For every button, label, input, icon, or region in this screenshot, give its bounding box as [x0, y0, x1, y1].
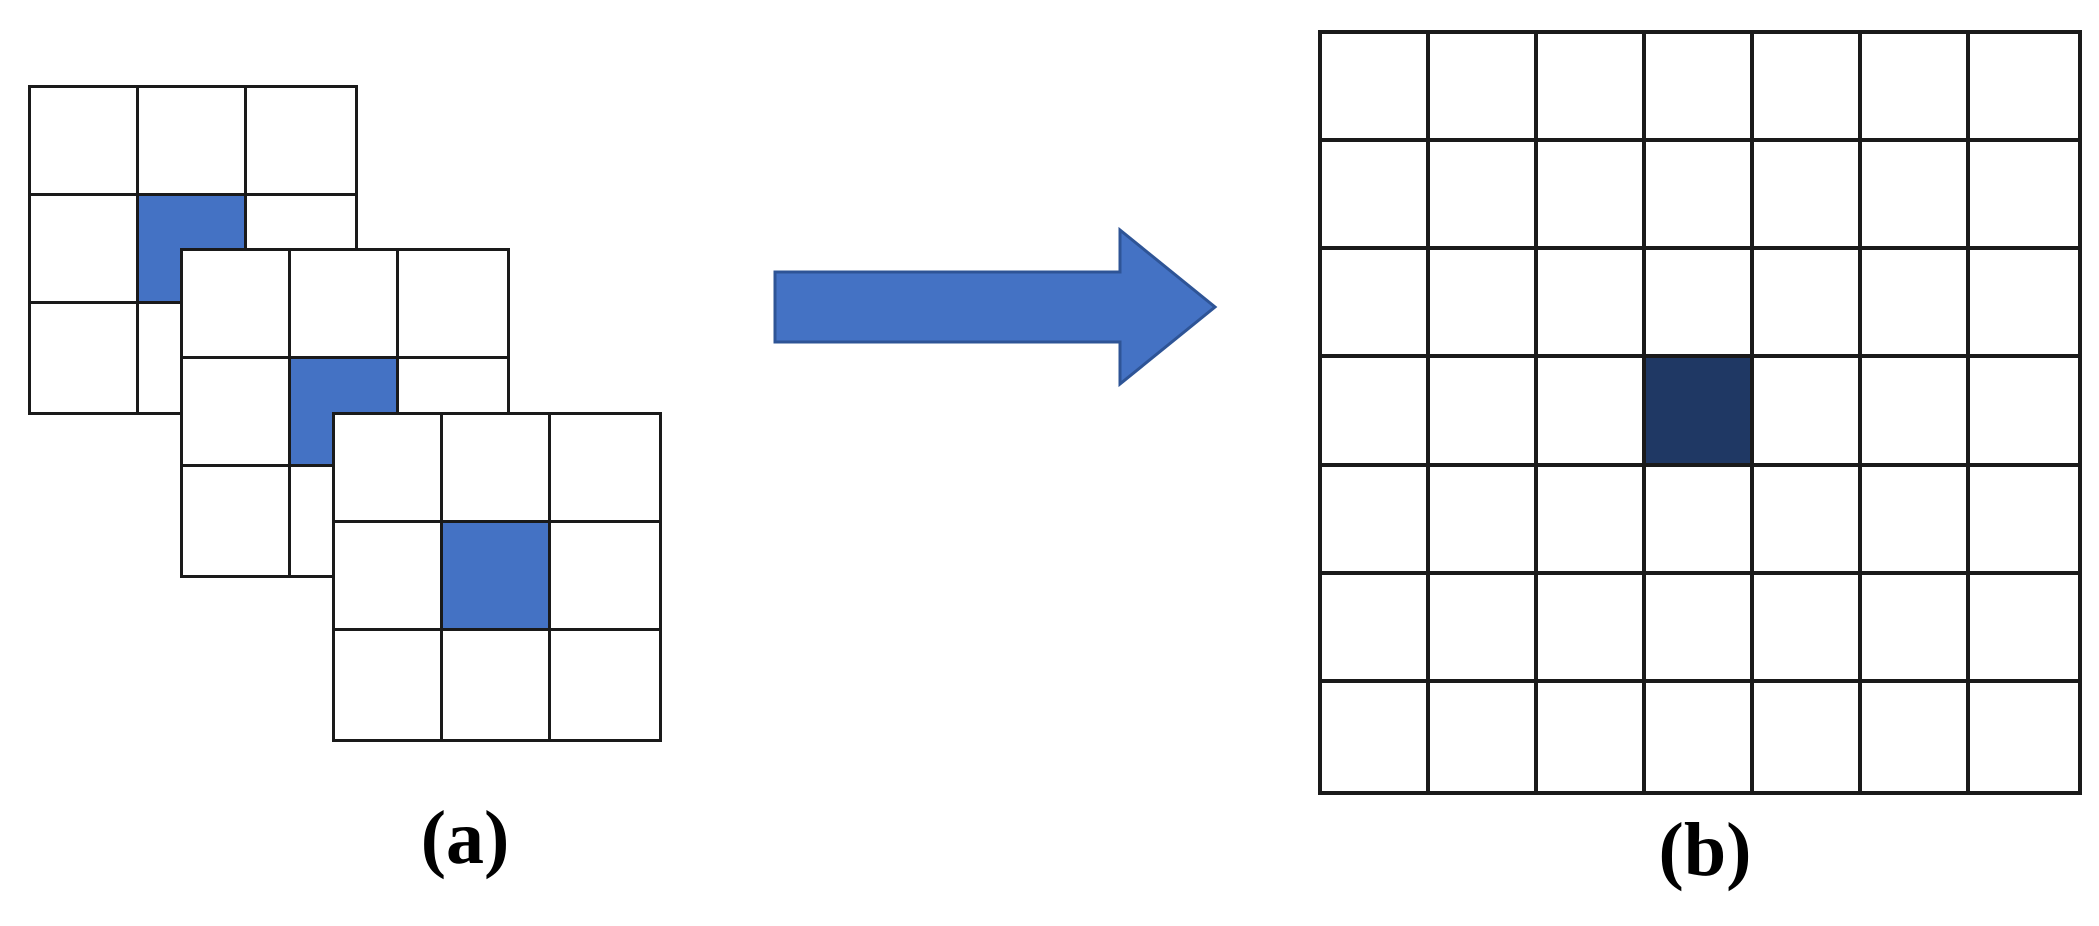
feature-map-cell: [1754, 142, 1862, 251]
stacked-grid-3: [332, 412, 662, 742]
feature-map-cell: [1754, 682, 1862, 791]
feature-map-cell: [1970, 34, 2078, 143]
feature-map-cell: [1430, 574, 1538, 683]
feature-map-cell: [1862, 466, 1970, 575]
feature-map-cell: [1430, 682, 1538, 791]
feature-map-cell: [1970, 358, 2078, 467]
stacked-grid-1-cell: [139, 88, 247, 196]
feature-map-cell: [1322, 142, 1430, 251]
panel-a-caption: (a): [420, 796, 510, 880]
feature-map-cell: [1970, 466, 2078, 575]
feature-map-cell: [1862, 34, 1970, 143]
panel-a-stacked-grids: [0, 0, 760, 926]
feature-map-cell: [1646, 682, 1754, 791]
feature-map-cell: [1538, 574, 1646, 683]
feature-map-cell: [1322, 358, 1430, 467]
feature-map-cell: [1862, 574, 1970, 683]
feature-map-cell: [1538, 358, 1646, 467]
stacked-grid-3-highlight-cell: [443, 523, 551, 631]
stacked-grid-3-cell: [551, 523, 659, 631]
stacked-grid-3-cell: [443, 415, 551, 523]
feature-map-cell: [1754, 466, 1862, 575]
right-arrow-icon: [770, 222, 1220, 392]
feature-map-cell: [1430, 250, 1538, 359]
feature-map-cell: [1322, 466, 1430, 575]
feature-map-cell: [1538, 142, 1646, 251]
panel-b-feature-map: [1318, 30, 2084, 926]
arrow-shape: [773, 226, 1218, 388]
stacked-grid-2-cell: [183, 467, 291, 575]
feature-map-cell: [1322, 34, 1430, 143]
stacked-grid-2-cell: [183, 251, 291, 359]
feature-map-cell: [1646, 250, 1754, 359]
feature-map-cell: [1430, 358, 1538, 467]
stacked-grid-3-cell: [335, 415, 443, 523]
stacked-grid-1-cell: [31, 88, 139, 196]
stacked-grid-3-cell: [551, 631, 659, 739]
feature-map-cell: [1970, 250, 2078, 359]
feature-map-cell: [1538, 682, 1646, 791]
feature-map-cell: [1538, 466, 1646, 575]
stacked-grid-3-cell: [551, 415, 659, 523]
stacked-grid-2-cell: [291, 251, 399, 359]
stacked-grid-1-cell: [247, 88, 355, 196]
feature-map-cell: [1430, 466, 1538, 575]
feature-map-highlight-cell: [1646, 358, 1754, 467]
stacked-grid-2-cell: [183, 359, 291, 467]
feature-map-cell: [1646, 34, 1754, 143]
feature-map-cell: [1754, 250, 1862, 359]
feature-map-cell: [1538, 250, 1646, 359]
feature-map-cell: [1646, 574, 1754, 683]
feature-map-cell: [1646, 466, 1754, 575]
feature-map-cell: [1970, 574, 2078, 683]
stacked-grid-3-cell: [335, 523, 443, 631]
feature-map-cell: [1862, 250, 1970, 359]
stacked-grid-2-cell: [399, 251, 507, 359]
stacked-grid-3-cell: [335, 631, 443, 739]
feature-map-cell: [1970, 142, 2078, 251]
feature-map-cell: [1322, 250, 1430, 359]
feature-map-cell: [1322, 574, 1430, 683]
stacked-grid-1-cell: [31, 304, 139, 412]
feature-map-grid: [1318, 30, 2082, 795]
feature-map-cell: [1754, 574, 1862, 683]
feature-map-cell: [1754, 34, 1862, 143]
feature-map-cell: [1322, 682, 1430, 791]
feature-map-cell: [1430, 142, 1538, 251]
feature-map-cell: [1754, 358, 1862, 467]
feature-map-cell: [1430, 34, 1538, 143]
stacked-grid-1-cell: [31, 196, 139, 304]
panel-b-caption: (b): [1658, 808, 1752, 892]
feature-map-cell: [1862, 682, 1970, 791]
feature-map-cell: [1862, 358, 1970, 467]
stacked-grid-3-cell: [443, 631, 551, 739]
feature-map-cell: [1646, 142, 1754, 251]
feature-map-cell: [1862, 142, 1970, 251]
feature-map-cell: [1538, 34, 1646, 143]
feature-map-cell: [1970, 682, 2078, 791]
